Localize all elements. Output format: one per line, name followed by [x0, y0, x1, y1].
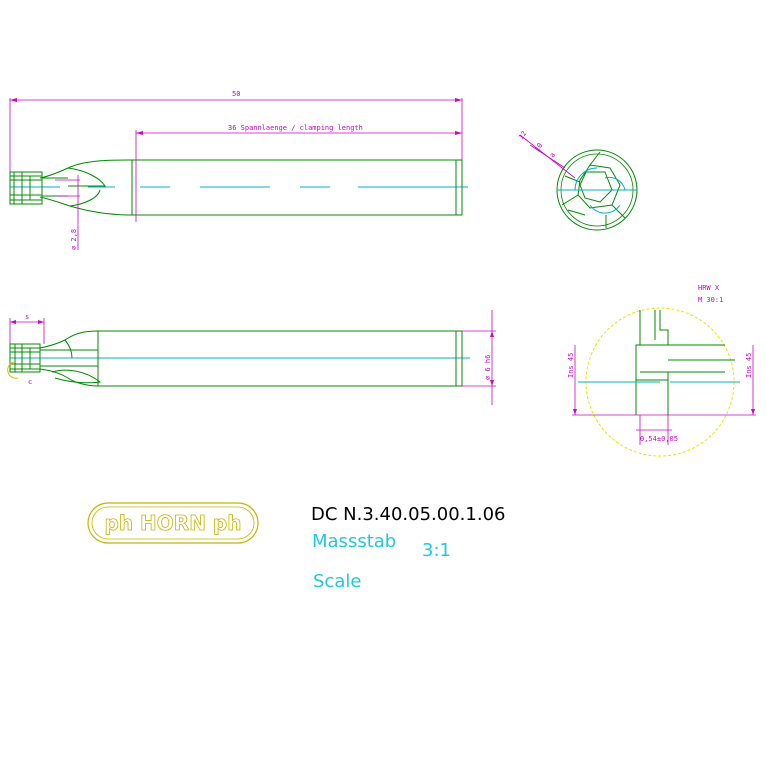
top-view-outline	[9, 159, 463, 216]
end-view-label-10: 10	[533, 142, 544, 154]
detail-scale: M 30:1	[698, 296, 723, 304]
overall-length-dim: 50	[232, 90, 240, 98]
detail-left-dim: Ins 45	[567, 353, 575, 378]
middle-view: s c ⌀ 6 h6	[7, 310, 496, 405]
end-view: 12 10 a	[517, 130, 638, 231]
middle-view-tip-radius	[7, 361, 19, 379]
part-number: DC N.3.40.05.00.1.06	[311, 504, 505, 525]
middle-view-arrows	[10, 320, 494, 386]
logo-text: ph HORN ph	[105, 511, 242, 535]
detail-bottom-dim: 0,54±0,05	[640, 435, 678, 443]
scale-label-en: Scale	[313, 571, 361, 592]
end-view-label-a: a	[548, 151, 557, 159]
top-view-dimensions	[9, 98, 463, 250]
scale-value: 3:1	[422, 540, 451, 561]
top-view-arrows	[10, 98, 462, 135]
scale-label-de: Massstab	[312, 531, 396, 552]
title-block: ph HORN ph DC N.3.40.05.00.1.06 Massstab…	[87, 502, 505, 592]
dia-left-dim: ⌀ 2,8	[70, 229, 78, 250]
small-c-dim: c	[28, 378, 32, 386]
horn-logo: ph HORN ph	[87, 502, 259, 544]
end-view-label-12: 12	[517, 130, 528, 142]
detail-title: HRW X	[698, 284, 720, 292]
detail-view: HRW X M 30:1 Ins 45 Ins 45 0,54±0,05	[567, 284, 756, 457]
detail-right-dim: Ins 45	[745, 353, 753, 378]
middle-view-outline	[9, 330, 463, 387]
top-view: 50 36 Spannlaenge / clamping length ⌀ 2,…	[9, 90, 468, 250]
shank-dia-dim: ⌀ 6 h6	[484, 355, 492, 380]
clamping-length-dim: 36 Spannlaenge / clamping length	[228, 124, 363, 132]
small-s-dim: s	[25, 313, 29, 321]
